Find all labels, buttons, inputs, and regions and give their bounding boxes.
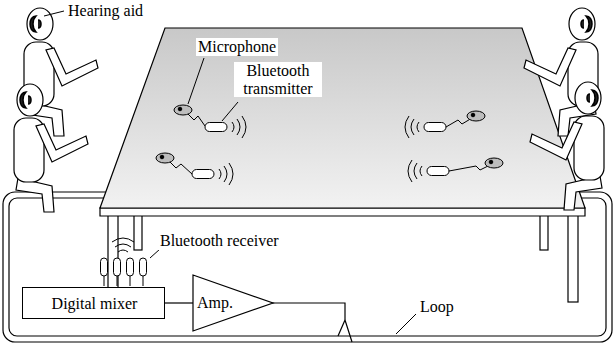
leader-lines (44, 11, 416, 334)
signal-wire (165, 302, 193, 303)
callout-label: Loop (418, 298, 456, 316)
participants (14, 8, 604, 212)
table (100, 28, 585, 302)
callout-label: Microphone (196, 38, 278, 56)
mixer-box: Digital mixer (22, 287, 165, 319)
callout-label: Bluetooth transmitter (234, 62, 322, 97)
microphones (156, 105, 503, 185)
loop-wiring (268, 303, 352, 342)
amplifier-triangle: Amp. (193, 275, 273, 331)
callout-label: Hearing aid (66, 2, 145, 20)
induction-loop (3, 192, 612, 342)
node-text: Amp. (197, 294, 233, 312)
node-text: Digital mixer (52, 295, 138, 313)
callout-label: Bluetooth receiver (158, 232, 281, 250)
bluetooth-receiver (101, 238, 147, 286)
